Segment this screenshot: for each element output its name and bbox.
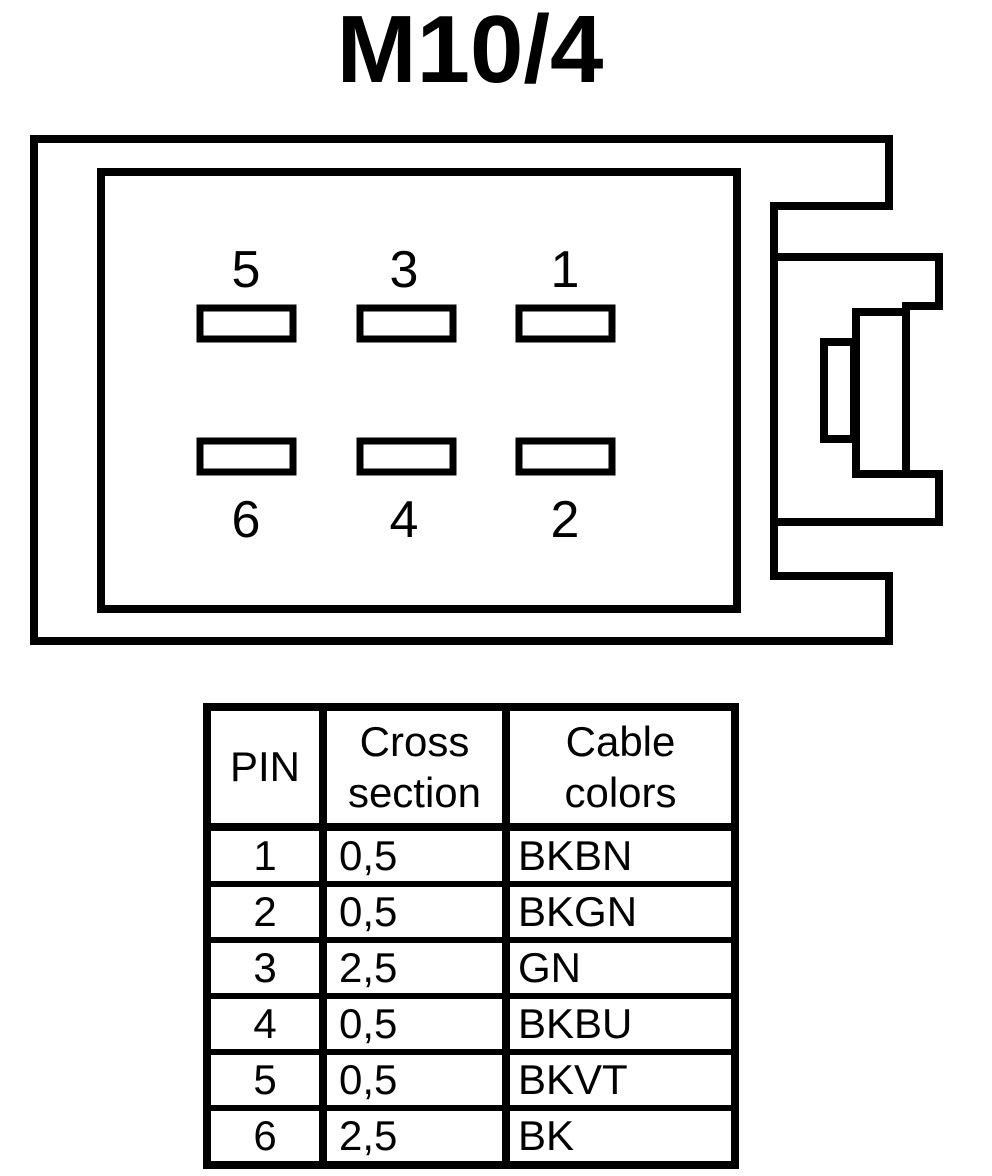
header-cable-line2: colors bbox=[564, 769, 677, 816]
table-row: 4 0,5 BKBU bbox=[203, 993, 739, 1055]
connector-diagram: 5 3 1 6 4 2 bbox=[30, 135, 943, 645]
pin-slot-3 bbox=[356, 304, 457, 343]
pin-label-6: 6 bbox=[232, 491, 261, 549]
header-cable-line1: Cable bbox=[565, 717, 676, 765]
cross-section-cell: 0,5 bbox=[319, 824, 510, 887]
header-cross-line1: Cross bbox=[359, 717, 470, 765]
pin-label-1: 1 bbox=[551, 241, 580, 299]
connector-tab-key bbox=[820, 338, 858, 443]
cable-color-cell: GN bbox=[502, 937, 739, 999]
cable-color-cell: BKVT bbox=[502, 1049, 739, 1111]
cross-section-cell: 0,5 bbox=[319, 1049, 510, 1111]
pin-number-cell: 5 bbox=[203, 1049, 327, 1111]
cable-color-cell: BKBN bbox=[502, 824, 739, 887]
table-row: 1 0,5 BKBN bbox=[203, 824, 739, 887]
pin-table: PIN Cross section Cable colors 1 0,5 BKB… bbox=[203, 703, 739, 1169]
pin-number-cell: 2 bbox=[203, 881, 327, 943]
table-row: 2 0,5 BKGN bbox=[203, 881, 739, 943]
cable-color-cell: BKBU bbox=[502, 993, 739, 1055]
header-cross-section: Cross section bbox=[319, 704, 510, 831]
connector-title: M10/4 bbox=[336, 0, 604, 103]
cable-color-cell: BKGN bbox=[502, 881, 739, 943]
table-header-row: PIN Cross section Cable colors bbox=[203, 704, 739, 831]
pin-number-cell: 6 bbox=[203, 1105, 327, 1168]
pin-slot-1 bbox=[515, 304, 616, 343]
pin-label-5: 5 bbox=[232, 241, 261, 299]
cross-section-cell: 0,5 bbox=[319, 881, 510, 943]
pin-number-cell: 1 bbox=[203, 824, 327, 887]
pin-label-4: 4 bbox=[390, 491, 419, 549]
pin-slot-5 bbox=[196, 304, 297, 343]
header-pin: PIN bbox=[203, 704, 327, 831]
pin-slot-4 bbox=[356, 437, 457, 476]
connector-housing-outline bbox=[30, 135, 893, 645]
table-row: 5 0,5 BKVT bbox=[203, 1049, 739, 1111]
header-cable-colors: Cable colors bbox=[502, 704, 739, 831]
cross-section-cell: 2,5 bbox=[319, 1105, 510, 1168]
table-row: 3 2,5 GN bbox=[203, 937, 739, 999]
pin-slot-6 bbox=[196, 437, 297, 476]
table-row: 6 2,5 BK bbox=[203, 1105, 739, 1168]
connector-cavity bbox=[97, 168, 741, 613]
header-cross-line2: section bbox=[347, 769, 482, 816]
cable-color-cell: BK bbox=[502, 1105, 739, 1168]
pin-label-3: 3 bbox=[390, 241, 419, 299]
pin-slot-2 bbox=[515, 437, 616, 476]
cross-section-cell: 0,5 bbox=[319, 993, 510, 1055]
pin-label-2: 2 bbox=[551, 491, 580, 549]
pin-number-cell: 4 bbox=[203, 993, 327, 1055]
connector-tab-face bbox=[852, 308, 910, 478]
pin-number-cell: 3 bbox=[203, 937, 327, 999]
cross-section-cell: 2,5 bbox=[319, 937, 510, 999]
